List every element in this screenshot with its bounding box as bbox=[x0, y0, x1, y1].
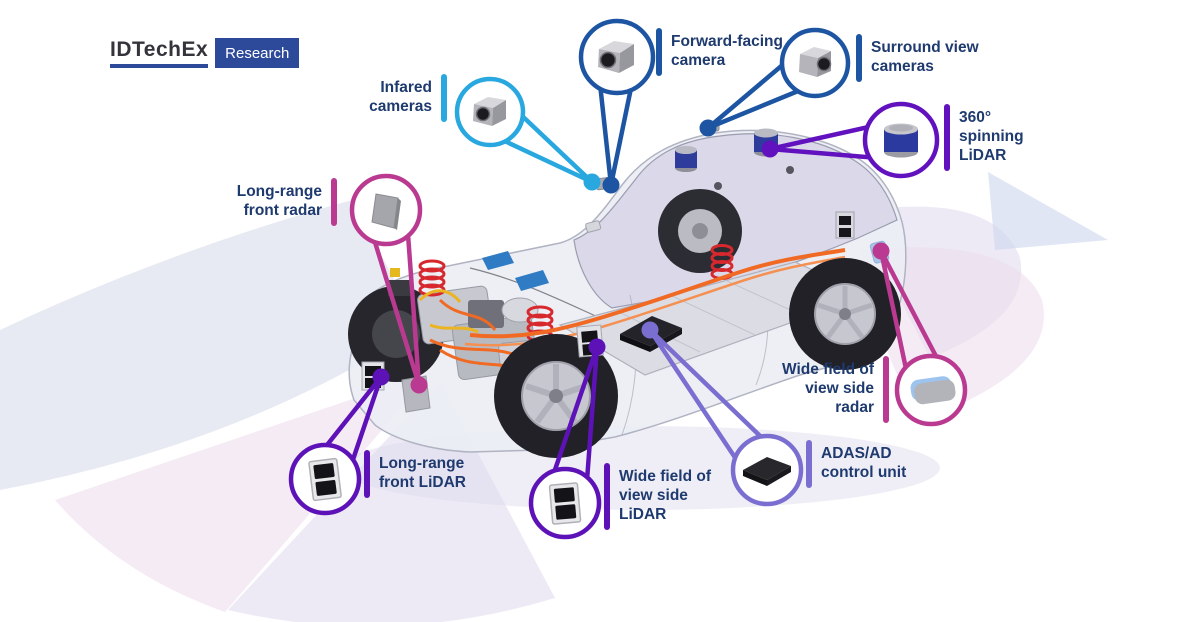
sensor-field-wedge-left-blue bbox=[0, 200, 420, 490]
callout-forward-facing-camera bbox=[578, 18, 656, 194]
label-spinning-lidar: 360° spinning LiDAR bbox=[944, 104, 1024, 171]
callout-spinning-lidar bbox=[761, 101, 940, 179]
sensor-dot bbox=[872, 242, 890, 260]
label-adas-control-unit: ADAS/AD control unit bbox=[806, 440, 907, 488]
suspension-spring bbox=[418, 259, 446, 297]
spinning-lidar-icon bbox=[884, 123, 918, 158]
label-text: Surround view cameras bbox=[871, 39, 979, 75]
accent-bar bbox=[604, 463, 610, 530]
callout-adas-control-unit bbox=[641, 321, 804, 507]
display-panels bbox=[482, 251, 549, 291]
label-text: 360° spinning LiDAR bbox=[959, 109, 1024, 164]
roof-sensor-knob bbox=[714, 182, 722, 190]
rear-wheel bbox=[789, 258, 901, 370]
label-surround-view-cameras: Surround view cameras bbox=[856, 34, 979, 82]
camera-icon bbox=[799, 47, 832, 77]
front-wheel bbox=[494, 334, 618, 458]
sensor-dot bbox=[699, 119, 717, 137]
label-text: Wide field of view side LiDAR bbox=[619, 468, 711, 523]
label-text: Wide field of view side radar bbox=[782, 361, 874, 416]
suspension-spring bbox=[710, 244, 734, 280]
callout-surround-view-cameras bbox=[699, 27, 851, 137]
label-infrared-cameras: Infared cameras bbox=[369, 74, 447, 122]
label-long-range-front-lidar: Long-range front LiDAR bbox=[364, 450, 466, 498]
sensor-dot bbox=[583, 173, 601, 191]
camera-icon bbox=[473, 97, 506, 126]
sensor-field-wedge-topright-blue bbox=[988, 172, 1108, 250]
roof-lidar-cylinder bbox=[675, 146, 697, 172]
sensor-field-wedge-left-lavender bbox=[228, 382, 555, 622]
accent-bar bbox=[883, 356, 889, 423]
sensor-dot bbox=[602, 176, 620, 194]
callout-infrared-cameras bbox=[454, 76, 601, 191]
control-unit-icon bbox=[743, 457, 791, 486]
rear-lidar-sensor bbox=[835, 211, 855, 239]
label-text: Long-range front LiDAR bbox=[379, 455, 466, 491]
side-mirror bbox=[585, 220, 602, 233]
label-wide-fov-side-radar: Wide field of view side radar bbox=[782, 356, 889, 423]
accent-bar bbox=[331, 178, 337, 226]
lidar-icon bbox=[308, 457, 342, 502]
sensor-dot bbox=[588, 338, 606, 356]
callout-long-range-front-radar bbox=[349, 173, 428, 394]
lidar-icon bbox=[548, 482, 582, 525]
callout-long-range-front-lidar bbox=[288, 368, 390, 516]
sensor-dot bbox=[410, 376, 428, 394]
roof-sensor-knob bbox=[786, 166, 794, 174]
reservoir-cap bbox=[390, 268, 400, 277]
label-wide-fov-side-lidar: Wide field of view side LiDAR bbox=[604, 463, 711, 530]
car-illustration bbox=[348, 121, 907, 458]
accent-bar bbox=[441, 74, 447, 122]
side-radar-icon bbox=[910, 376, 956, 405]
radar-plate-icon bbox=[371, 193, 401, 230]
accent-bar bbox=[944, 104, 950, 171]
accent-bar bbox=[806, 440, 812, 488]
label-text: Infared cameras bbox=[369, 79, 432, 115]
wiper-line bbox=[469, 267, 601, 319]
label-text: Forward-facing camera bbox=[671, 33, 783, 69]
logo-research-badge: Research bbox=[215, 38, 300, 68]
accent-bar bbox=[856, 34, 862, 82]
label-text: ADAS/AD control unit bbox=[821, 445, 907, 481]
accent-bar bbox=[364, 450, 370, 498]
far-rear-wheel bbox=[658, 189, 742, 273]
callout-wide-fov-side-radar bbox=[872, 242, 968, 427]
label-text: Long-range front radar bbox=[236, 183, 322, 219]
idtechex-logo: IDTechEx Research bbox=[110, 38, 300, 68]
sensor-dot bbox=[761, 140, 779, 158]
accent-bar bbox=[656, 28, 662, 76]
label-long-range-front-radar: Long-range front radar bbox=[236, 178, 337, 226]
logo-brand-text: IDTechEx bbox=[110, 38, 209, 68]
sensor-dot bbox=[372, 368, 390, 386]
sensor-dot bbox=[641, 321, 659, 339]
callout-wide-fov-side-lidar bbox=[528, 338, 606, 540]
label-forward-facing-camera: Forward-facing camera bbox=[656, 28, 783, 76]
camera-icon bbox=[598, 41, 634, 73]
